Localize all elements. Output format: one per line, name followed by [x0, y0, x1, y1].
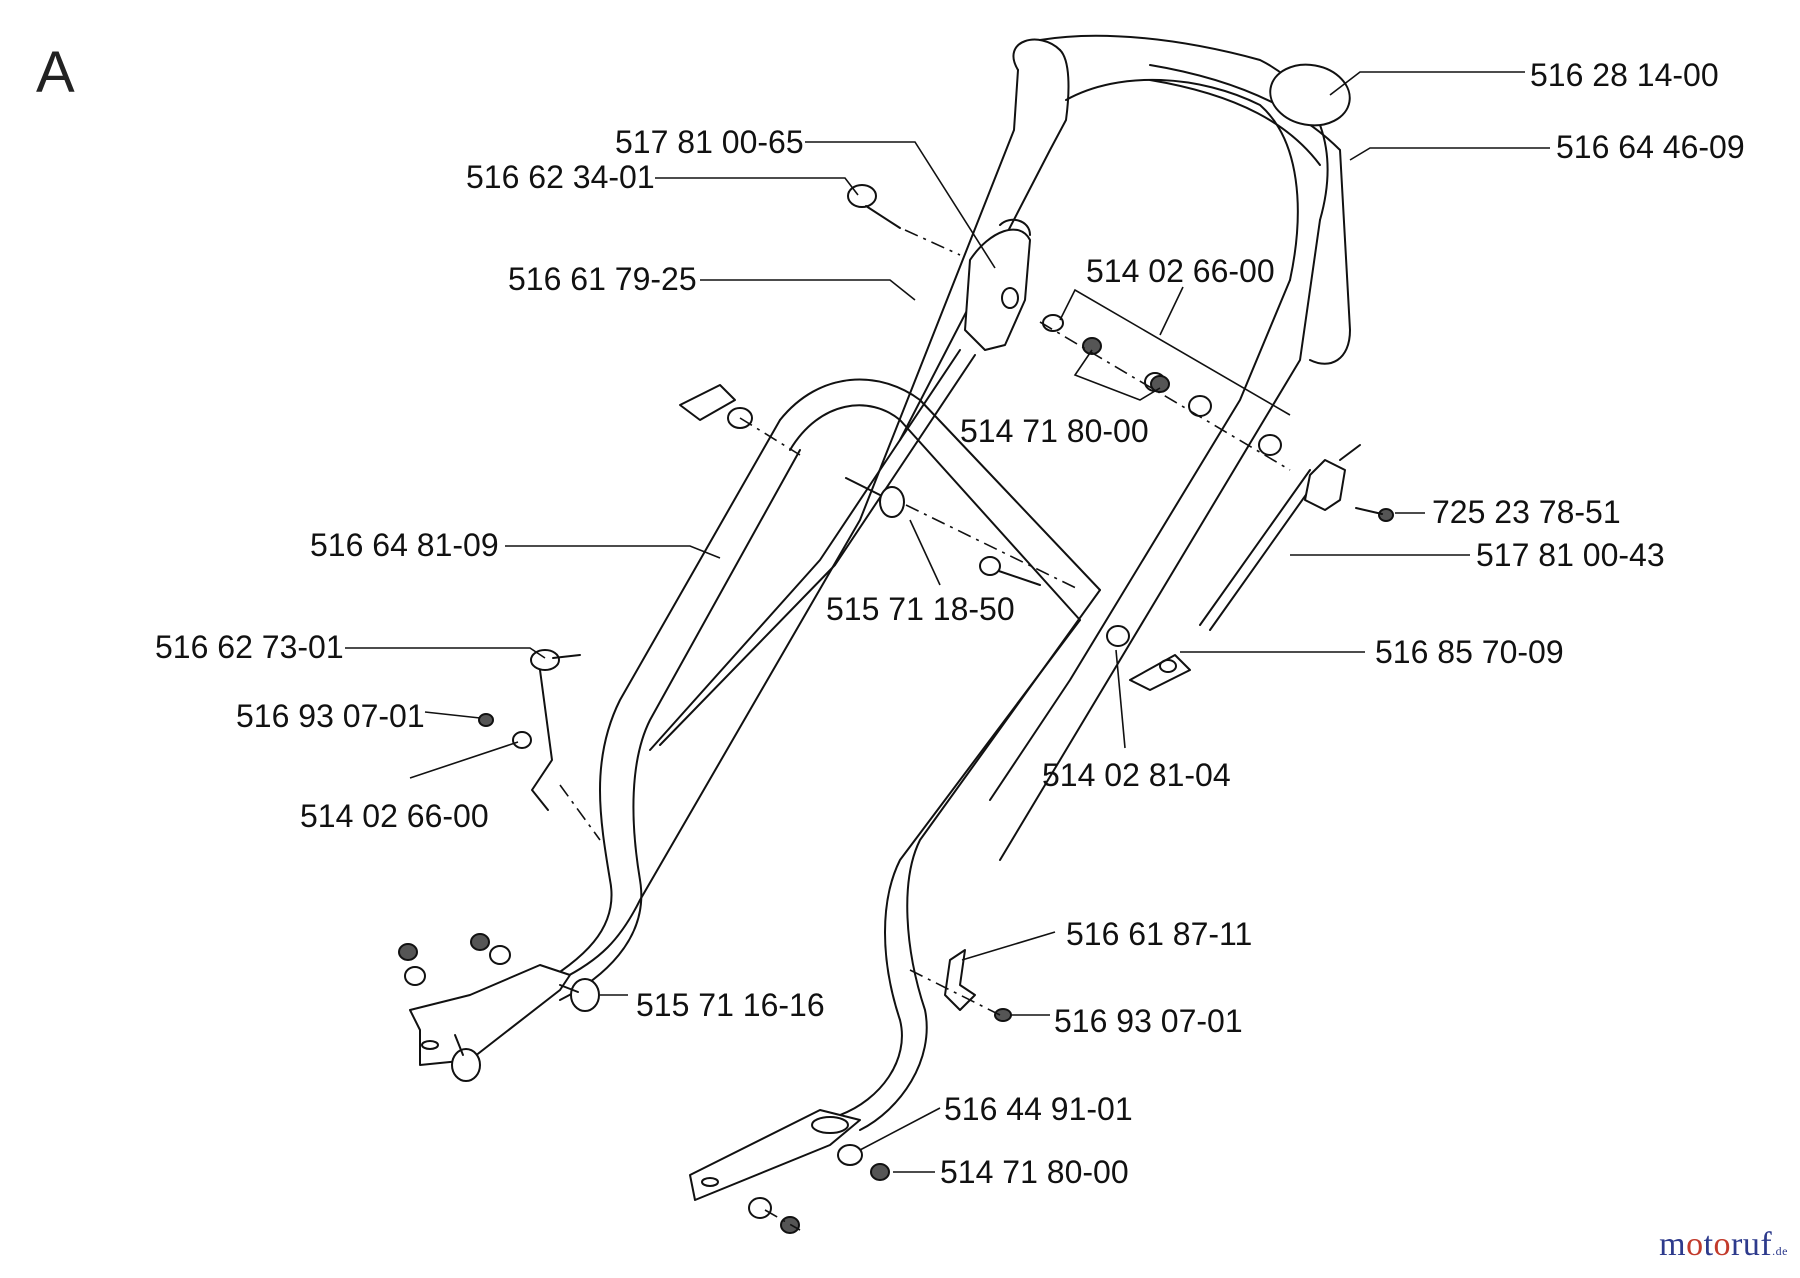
- part-label: 514 02 66-00: [1086, 253, 1275, 289]
- knob-right: [1129, 654, 1191, 691]
- cable-right: [1209, 474, 1321, 631]
- part-label: 514 71 80-00: [960, 413, 1149, 449]
- watermark-o1: o: [1686, 1226, 1704, 1263]
- lower-handle-frame: [539, 378, 1101, 1131]
- part-label: 514 02 81-04: [1042, 757, 1231, 793]
- watermark-m: m: [1659, 1226, 1687, 1263]
- alignment-lines: [559, 229, 1291, 1231]
- switch-block: [1304, 459, 1346, 511]
- watermark-t: t: [1703, 1226, 1714, 1263]
- part-label: 514 02 66-00: [300, 798, 489, 834]
- part-label: 516 93 07-01: [1054, 1003, 1243, 1039]
- watermark-o2: o: [1713, 1226, 1732, 1263]
- part-label: 515 71 18-50: [826, 591, 1015, 627]
- part-label: 515 71 16-16: [636, 987, 825, 1023]
- part-label: 516 64 81-09: [310, 527, 499, 563]
- part-label: 517 81 00-65: [615, 124, 804, 160]
- part-label: 725 23 78-51: [1432, 494, 1621, 530]
- part-label: 516 28 14-00: [1530, 57, 1719, 93]
- cable-guide-left: [530, 649, 581, 811]
- part-label: 516 44 91-01: [944, 1091, 1133, 1127]
- eye-bolt-top: [847, 184, 901, 229]
- part-label: 516 61 79-25: [508, 261, 697, 297]
- part-label: 516 62 34-01: [466, 159, 655, 195]
- upper-handle-frame: [559, 34, 1351, 981]
- part-label: 516 64 46-09: [1556, 129, 1745, 165]
- watermark-ruf: ruf: [1731, 1226, 1773, 1263]
- watermark-logo: motoruf.de: [1659, 1226, 1788, 1264]
- part-label: 514 71 80-00: [940, 1154, 1129, 1190]
- control-lever: [964, 228, 1031, 351]
- watermark-tld: .de: [1772, 1244, 1788, 1258]
- part-label: 517 81 00-43: [1476, 537, 1665, 573]
- part-label: 516 93 07-01: [236, 698, 425, 734]
- part-label: 516 61 87-11: [1066, 916, 1252, 952]
- left-bracket-plate: [409, 964, 571, 1066]
- knob-left: [679, 384, 736, 421]
- cable-upper: [649, 349, 961, 751]
- right-bracket-plate: [689, 1109, 861, 1201]
- leader-lines: [345, 71, 1550, 1173]
- part-label: 516 62 73-01: [155, 629, 344, 665]
- cover-cap: [1269, 63, 1351, 127]
- part-labels: 516 28 14-00 516 64 46-09 517 81 00-65 5…: [155, 57, 1745, 1190]
- part-label: 516 85 70-09: [1375, 634, 1564, 670]
- section-label: A: [36, 40, 75, 105]
- hardware: [398, 314, 1394, 1234]
